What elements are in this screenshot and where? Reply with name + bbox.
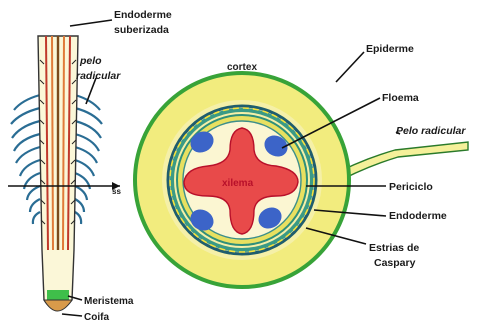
label-endoderme: Endoderme xyxy=(389,210,447,222)
label-xilema: xilema xyxy=(222,178,254,189)
leader-epiderme xyxy=(336,52,364,82)
root-cap xyxy=(44,300,72,311)
label-periciclo: Periciclo xyxy=(389,181,433,193)
label-estrias-line2: Caspary xyxy=(374,257,416,269)
label-endoderme-suberizada-line2: suberizada xyxy=(114,24,169,36)
label-pelo-radicular-left-line2: radicular xyxy=(76,70,121,82)
label-cortex: cortex xyxy=(227,62,257,73)
meristem-region xyxy=(47,290,69,300)
root-hairs-left xyxy=(11,95,40,224)
label-epiderme: Epiderme xyxy=(366,43,414,55)
label-pelo-radicular-left-line1: pelo xyxy=(79,55,102,67)
label-coifa: Coifa xyxy=(84,312,109,322)
label-pelo-radicular-right: Pelo radicular xyxy=(396,125,466,137)
label-estrias-line1: Estrias de xyxy=(369,242,419,254)
label-meristema: Meristema xyxy=(84,296,134,307)
axis-marker-label: ss xyxy=(112,187,121,196)
label-floema: Floema xyxy=(382,92,419,104)
leader-coifa xyxy=(62,314,82,316)
label-endoderme-suberizada-line1: Endoderme xyxy=(114,9,172,21)
root-hairs-right xyxy=(75,95,102,224)
leader-endoderme-suberizada xyxy=(70,20,112,26)
root-cross-section xyxy=(135,73,468,287)
